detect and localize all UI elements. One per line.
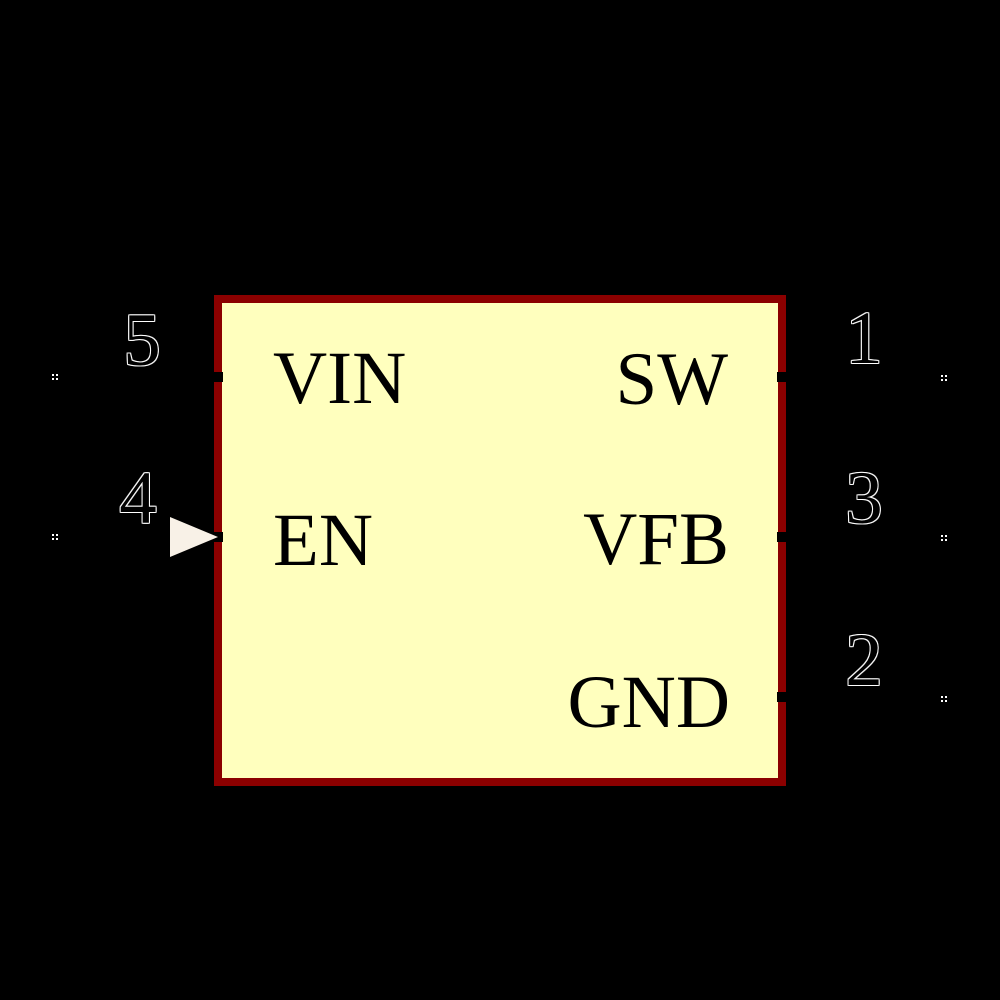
pin-vin-number: 5 — [123, 299, 161, 382]
pin-vfb-label: VFB — [583, 498, 729, 581]
pin-gnd-number: 2 — [845, 619, 883, 702]
pin-open-endpoint-icon[interactable] — [941, 375, 943, 377]
pin-vin-label: VIN — [273, 337, 407, 420]
pin-open-endpoint-icon[interactable] — [941, 535, 943, 537]
pin-sw-label: SW — [615, 338, 729, 421]
pin-en-wire[interactable] — [56, 532, 223, 542]
input-arrow-icon — [170, 517, 218, 557]
pin-vin-wire[interactable] — [56, 372, 223, 382]
pin-sw-wire[interactable] — [777, 372, 944, 382]
pin-open-endpoint-icon[interactable] — [941, 696, 943, 698]
pin-gnd-label: GND — [567, 661, 731, 744]
component-body[interactable] — [214, 295, 786, 786]
pin-en-label: EN — [273, 499, 373, 582]
pin-open-endpoint-icon[interactable] — [52, 374, 54, 376]
pin-sw-number: 1 — [845, 297, 883, 380]
pin-vfb-number: 3 — [845, 457, 883, 540]
pin-open-endpoint-icon[interactable] — [52, 534, 54, 536]
pin-gnd-wire[interactable] — [777, 692, 944, 702]
pin-vfb-wire[interactable] — [777, 532, 944, 542]
pin-en-number: 4 — [119, 457, 157, 540]
